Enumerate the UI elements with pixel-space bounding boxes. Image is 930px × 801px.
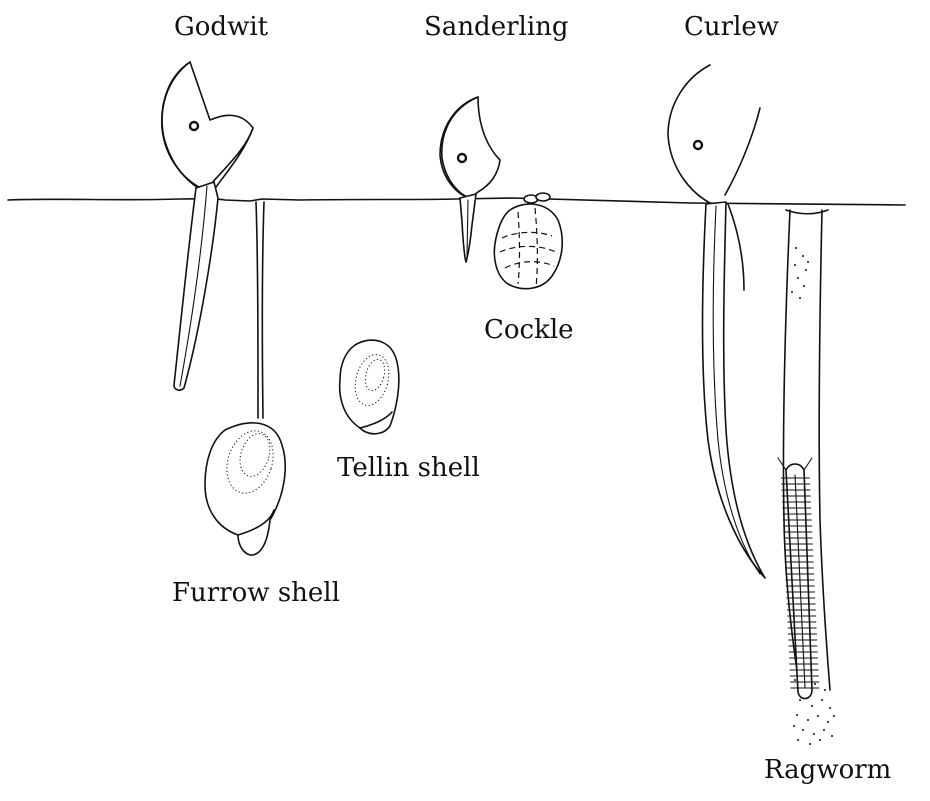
curlew-bill	[703, 202, 766, 578]
godwit-bird	[162, 62, 253, 390]
tellin-shell	[340, 340, 399, 434]
sanderling-head	[440, 97, 500, 198]
sanderling-eye	[458, 154, 466, 162]
sanderling-bird	[440, 97, 500, 262]
label-tellin-shell: Tellin shell	[337, 455, 480, 481]
label-curlew: Curlew	[684, 14, 779, 40]
label-ragworm: Ragworm	[764, 757, 891, 783]
curlew-bird	[668, 65, 765, 578]
furrow-shell	[205, 423, 285, 555]
sand-surface-line	[8, 198, 905, 205]
furrow-shell-siphon	[256, 202, 264, 418]
curlew-eye	[694, 141, 702, 149]
godwit-eye	[190, 122, 198, 130]
godwit-head	[162, 62, 253, 190]
label-cockle: Cockle	[484, 317, 574, 343]
label-sanderling: Sanderling	[424, 14, 569, 40]
cockle-shell	[494, 193, 562, 289]
label-godwit: Godwit	[174, 14, 268, 40]
curlew-head	[668, 65, 710, 203]
label-furrow-shell: Furrow shell	[172, 580, 340, 606]
